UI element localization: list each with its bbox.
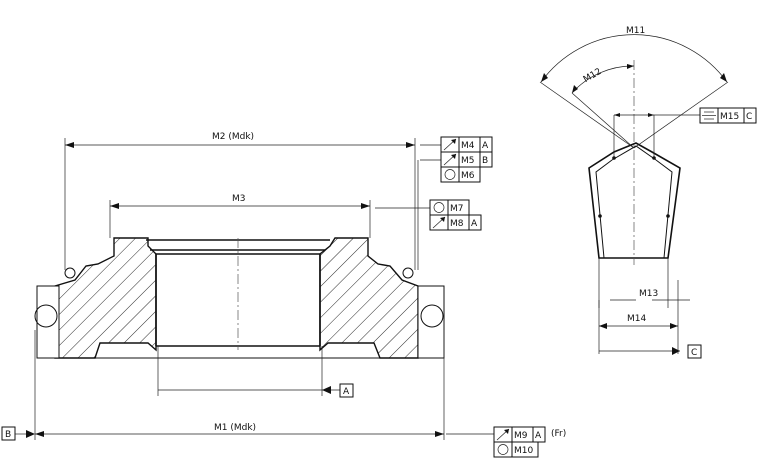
fcf-m4: M4 A: [440, 136, 493, 153]
svg-text:M9: M9: [514, 431, 528, 441]
dim-m11-label: M11: [626, 26, 645, 36]
fcf-m9-note: (Fr): [551, 429, 566, 439]
datum-a-box: [339, 383, 354, 398]
svg-text:M6: M6: [461, 171, 475, 181]
dim-m14-label: M14: [627, 314, 646, 324]
svg-text:B: B: [482, 156, 488, 166]
runout-arrow-icon: [432, 216, 446, 229]
right-bolt-hole: [420, 304, 444, 328]
leader-lines-left: [375, 144, 494, 435]
fcf-m8: M8 A: [429, 214, 482, 231]
datum-b: B: [1, 426, 35, 441]
svg-text:C: C: [746, 112, 752, 122]
right-flange-cap: [417, 285, 445, 359]
circularity-icon: [444, 169, 456, 180]
fcf-m5: M5 B: [440, 151, 493, 168]
fcf-m10: M10: [493, 441, 539, 458]
dim-m11: M11: [539, 26, 729, 149]
dim-m1: M1 (Mdk): [34, 330, 445, 440]
datum-a-line: [157, 346, 340, 396]
key-inner-right: [655, 159, 673, 259]
left-oring: [64, 267, 76, 279]
datum-c-box: [687, 344, 702, 359]
dim-m13: M13: [598, 258, 690, 308]
svg-text:M7: M7: [450, 204, 464, 214]
datum-c-label: C: [691, 348, 697, 358]
circularity-icon: [433, 202, 445, 213]
svg-text:A: A: [471, 219, 478, 229]
key-body: [588, 142, 681, 259]
dim-m13-label: M13: [639, 289, 658, 299]
svg-text:M4: M4: [461, 141, 475, 151]
detail-view: [588, 60, 700, 265]
svg-text:M15: M15: [720, 112, 739, 122]
dim-m12: M12: [571, 64, 635, 149]
key-top: [611, 145, 657, 161]
svg-text:M10: M10: [514, 446, 533, 456]
datum-c: C: [599, 344, 702, 359]
fcf-m9: M9 A (Fr): [493, 426, 566, 443]
symmetry-icon: [702, 111, 716, 120]
dim-m14: M14: [598, 280, 679, 354]
datum-a-label: A: [343, 387, 350, 397]
dim-m3: M3: [109, 194, 371, 238]
svg-text:A: A: [535, 431, 542, 441]
datum-b-box: [1, 426, 16, 441]
circularity-icon: [497, 444, 509, 455]
svg-text:M5: M5: [461, 156, 475, 166]
svg-text:M8: M8: [450, 219, 464, 229]
dim-m12-label: M12: [582, 67, 604, 85]
fcf-m7: M7: [429, 199, 470, 216]
runout-arrow-icon: [443, 153, 457, 166]
section-view: [34, 237, 445, 359]
svg-text:A: A: [482, 141, 489, 151]
bottom-relief: [95, 342, 380, 359]
left-section-hatch: [54, 237, 157, 359]
dim-m3-label: M3: [232, 194, 246, 204]
right-oring: [402, 267, 414, 279]
runout-arrow-icon: [496, 428, 510, 441]
fcf-m6: M6: [440, 166, 481, 183]
right-section-hatch: [319, 237, 419, 359]
runout-arrow-icon: [443, 138, 457, 151]
fcf-m15: M15 C: [699, 107, 757, 124]
dim-m1-label: M1 (Mdk): [214, 423, 256, 433]
dim-m2-label: M2 (Mdk): [212, 132, 254, 142]
left-bolt-hole: [34, 304, 58, 328]
datum-b-label: B: [5, 430, 11, 440]
key-inner-left: [595, 159, 613, 259]
dim-m2: M2 (Mdk): [64, 132, 416, 270]
